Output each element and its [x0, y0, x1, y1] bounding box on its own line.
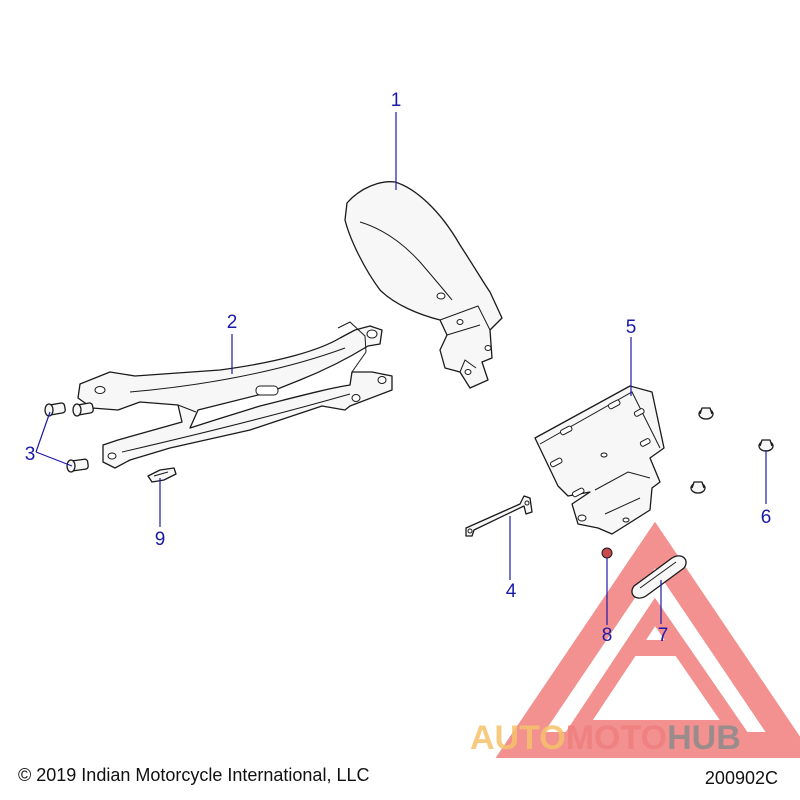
- callout-6: 6: [761, 507, 772, 528]
- leader-lines: [35, 112, 767, 625]
- watermark-auto: AUTO: [470, 719, 566, 757]
- reflector-part: [631, 555, 687, 599]
- watermark-logo: [495, 521, 800, 758]
- watermark-moto: MOTO: [566, 719, 667, 757]
- callout-labels: 1 2 3 4 5 6 7 8 9: [25, 90, 772, 646]
- bolt-part: [44, 402, 94, 473]
- nut-part: [601, 547, 613, 559]
- frame-bracket-part: [77, 321, 393, 469]
- callout-9: 9: [155, 529, 166, 550]
- callout-2: 2: [227, 312, 238, 333]
- callout-8: 8: [602, 625, 613, 646]
- push-fastener-part: [690, 407, 774, 494]
- watermark-text: AUTOMOTOHUB: [470, 719, 741, 757]
- strap-bracket-part: [465, 495, 533, 537]
- svg-text:AUTOMOTOHUB: AUTOMOTOHUB: [470, 719, 741, 757]
- callout-1: 1: [391, 90, 402, 111]
- callout-7: 7: [658, 625, 669, 646]
- callout-5: 5: [626, 317, 637, 338]
- license-plate-bracket-part: [534, 385, 665, 535]
- copyright-notice: © 2019 Indian Motorcycle International, …: [18, 765, 370, 785]
- fender-part: [344, 181, 503, 389]
- watermark-hub: HUB: [667, 719, 741, 757]
- callout-3: 3: [25, 444, 36, 465]
- clip-part: [147, 467, 177, 483]
- diagram-code: 200902C: [704, 768, 778, 788]
- callout-4: 4: [506, 581, 517, 602]
